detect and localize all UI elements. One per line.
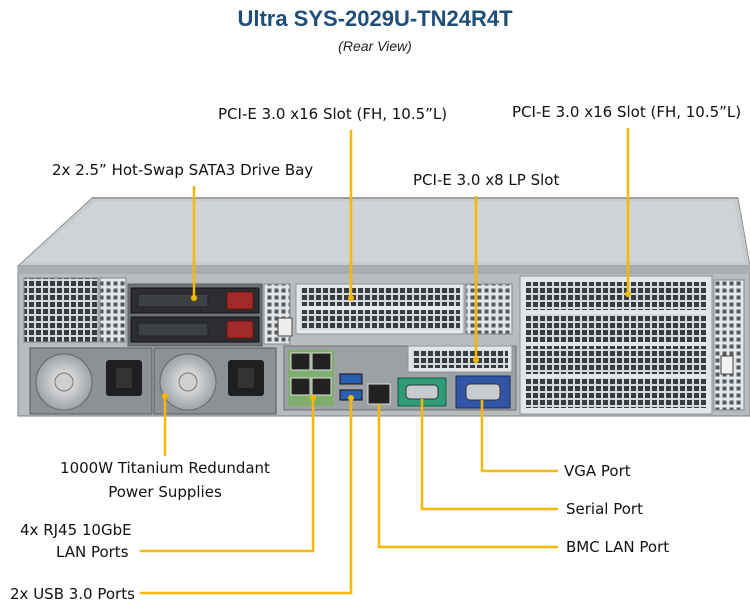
pcie-x16-left-slot: [295, 283, 465, 335]
left-vent-small: [99, 277, 127, 343]
callout-dot-drive-bay: [191, 295, 197, 301]
pcie-x8-lp-slot: [407, 345, 513, 373]
bmc-lan-port: [367, 383, 391, 405]
label-rj45-line2: LAN Ports: [56, 543, 129, 561]
callout-line-bmc: [377, 404, 558, 549]
callout-lines: [140, 128, 630, 595]
label-psu-line2: Power Supplies: [108, 483, 222, 501]
drive-tray-2: [130, 316, 260, 343]
callout-dots: [162, 291, 631, 401]
callout-dot-usb: [348, 395, 354, 401]
callout-line-rj45: [140, 398, 315, 553]
label-pcie-x16-left: PCI-E 3.0 x16 Slot (FH, 10.5”L): [218, 105, 448, 123]
pcie-x16-right-slot: [519, 275, 713, 415]
vga-port: [455, 375, 511, 409]
label-drive-bay: 2x 2.5” Hot-Swap SATA3 Drive Bay: [52, 161, 314, 179]
chassis-top: [16, 197, 750, 267]
callout-dot-pcie-x8: [473, 357, 479, 363]
callout-line-vga: [480, 400, 558, 473]
label-vga: VGA Port: [564, 462, 631, 480]
screw-icon: [720, 355, 734, 375]
vent-strip-mid: [465, 283, 513, 335]
label-pcie-x16-right: PCI-E 3.0 x16 Slot (FH, 10.5”L): [512, 103, 742, 121]
label-usb: 2x USB 3.0 Ports: [10, 585, 135, 603]
left-vent: [23, 277, 99, 343]
label-pcie-x8: PCI-E 3.0 x8 LP Slot: [413, 171, 560, 189]
callout-dot-pcie-x16-left: [348, 295, 354, 301]
callout-dot-pcie-x16-right: [625, 291, 631, 297]
callout-line-usb: [140, 398, 353, 595]
right-edge-vent: [713, 279, 745, 411]
psu-1: [29, 347, 153, 415]
psu-2: [153, 347, 277, 415]
label-rj45-line1: 4x RJ45 10GbE: [20, 521, 132, 539]
label-serial: Serial Port: [566, 500, 643, 518]
drive-bays: [127, 283, 263, 347]
io-panel: [283, 345, 517, 411]
callout-line-serial: [420, 399, 558, 511]
latch-icon: [277, 317, 293, 337]
callout-dot-rj45: [310, 395, 316, 401]
page-title: Ultra SYS-2029U-TN24R4T: [237, 6, 513, 31]
callout-dot-psu: [162, 393, 168, 399]
label-psu-line1: 1000W Titanium Redundant: [60, 459, 270, 477]
page-subtitle: (Rear View): [338, 38, 412, 54]
label-bmc-lan: BMC LAN Port: [566, 538, 670, 556]
